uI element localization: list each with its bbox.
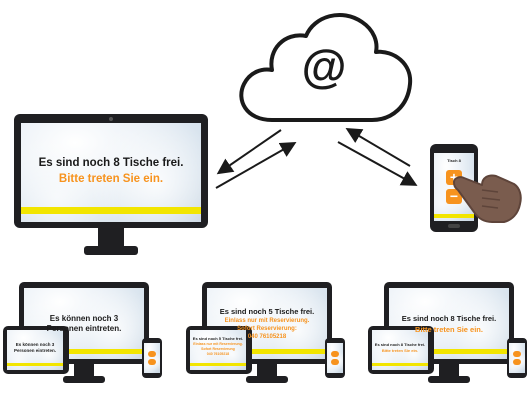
camera-dot [109,117,113,121]
station-phone-screen [509,343,525,373]
station-monitor-line3: Sofort Reservierung: [237,326,297,332]
station-tablet-line4: 040 76105218 [206,352,230,356]
station-2: Es sind noch 5 Tische frei. Einlass nur … [186,282,348,394]
main-monitor-screen: Es sind noch 8 Tische frei. Bitte treten… [21,123,201,222]
monitor-stand [98,228,124,248]
station-monitor-screen: Es sind noch 8 Tische frei. Bitte treten… [389,288,509,359]
monitor-foot [84,246,138,255]
station-phone-plus [331,351,339,357]
station-tablet-screen: Es können noch 3 Personen eintreten. [7,330,63,370]
station-tablet-line2: Bitte treten Sie ein. [381,348,419,353]
station-tablet-line3: Sofort Reservierung [201,347,235,351]
station-phone-minus [513,359,521,365]
yellow-band [24,349,144,354]
main-monitor-line2: Bitte treten Sie ein. [58,173,164,185]
arrow-cloud-to-phone [337,141,418,186]
station-tablet-line1: Es sind noch 5 Tische frei. [192,336,244,341]
home-button [448,224,460,228]
station-1: Es können noch 3 Personen eintreten. Es … [3,282,165,394]
station-phone-screen [144,343,160,373]
arrow-cloud-to-monitor [216,129,282,175]
arrow-phone-to-cloud [345,127,411,167]
station-monitor-line2: Bitte treten Sie ein. [415,325,483,334]
main-monitor-line1: Es sind noch 8 Tische frei. [38,157,184,169]
station-phone-minus [148,359,156,365]
station-phone-plus [148,351,156,357]
station-tablet-line2: Einlass nur mit Reservierung. [193,342,243,346]
station-tablet-screen: Es sind noch 5 Tische frei. Einlass nur … [190,330,246,370]
arrow-monitor-to-cloud [215,142,297,189]
station-monitor-line1: Es können noch 3 Personen eintreten. [46,314,122,333]
station-phone-plus [513,351,521,357]
yellow-band [7,363,63,366]
main-monitor: Es sind noch 8 Tische frei. Bitte treten… [14,114,208,260]
yellow-band [190,363,246,366]
yellow-band [21,207,201,214]
station-phone-minus [331,359,339,365]
station-monitor-line1: Es sind noch 8 Tische frei. [401,314,497,323]
main-phone-title: Tisch 8 [447,158,461,163]
yellow-band [372,363,428,366]
yellow-band [434,214,474,218]
station-phone-screen [327,343,343,373]
station-tablet-line1: Es können noch 3 Personen eintreten. [13,342,56,353]
yellow-band [207,349,327,354]
station-monitor-line2: Einlass nur mit Reservierung. [224,318,310,324]
cloud: @ [232,2,418,126]
station-monitor-line1: Es sind noch 5 Tische frei. [219,307,315,316]
station-3: Es sind noch 8 Tische frei. Bitte treten… [368,282,530,394]
minus-button[interactable]: − [446,189,462,204]
yellow-band [389,349,509,354]
station-monitor-line4: 040 76105218 [247,334,287,340]
station-monitor-screen: Es sind noch 5 Tische frei. Einlass nur … [207,288,327,359]
hand-icon [453,174,522,223]
at-symbol: @ [301,40,347,92]
cloud-icon [239,12,413,122]
station-tablet-line1: Es sind noch 8 Tische frei. [374,342,426,347]
station-tablet-screen: Es sind noch 8 Tische frei. Bitte treten… [372,330,428,370]
